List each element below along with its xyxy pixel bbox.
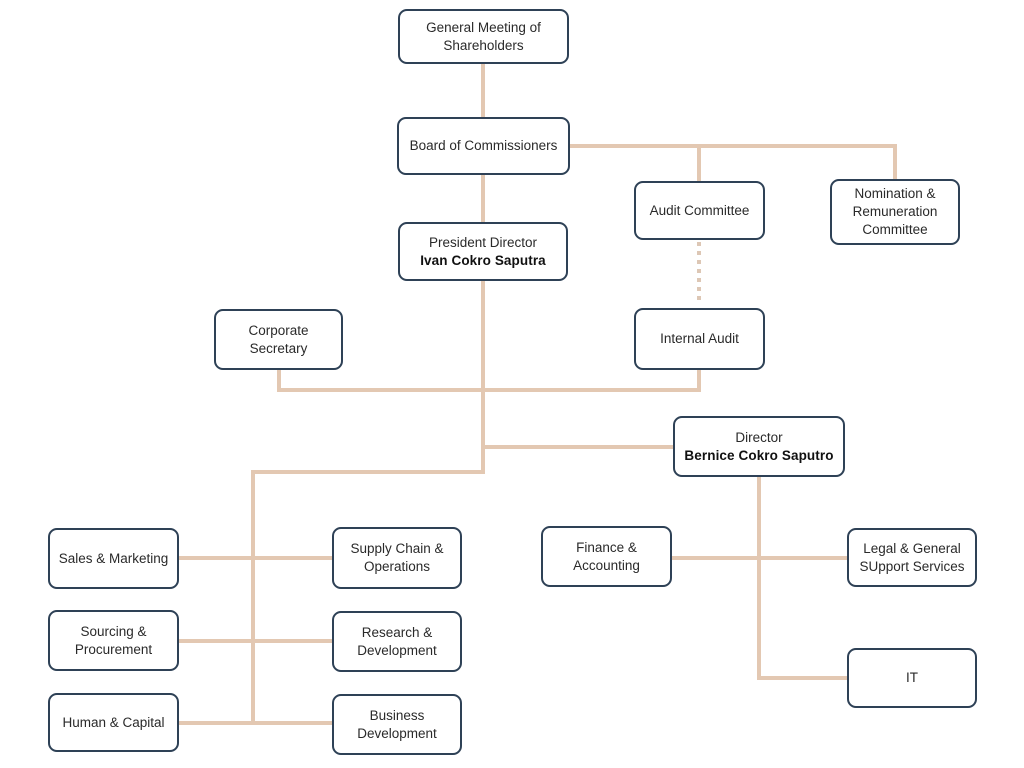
edge-corpsec-internal-horizontal [277, 388, 701, 392]
edge-gms-board [481, 62, 485, 118]
node-general-meeting-of-shareholders: General Meeting of Shareholders [398, 9, 569, 64]
edge-to-left-spine [251, 470, 485, 474]
node-it: IT [847, 648, 977, 708]
node-supply-chain-operations: Supply Chain & Operations [332, 527, 462, 589]
node-label: Board of Commissioners [409, 138, 558, 154]
edge-finance-legal [672, 556, 847, 560]
edge-board-committees-horizontal [570, 144, 897, 148]
node-label: Legal & General SUpport Services [859, 540, 965, 574]
node-legal-general-support-services: Legal & General SUpport Services [847, 528, 977, 587]
edge-to-director [481, 445, 673, 449]
node-board-of-commissioners: Board of Commissioners [397, 117, 570, 175]
node-sourcing-procurement: Sourcing & Procurement [48, 610, 179, 671]
node-internal-audit: Internal Audit [634, 308, 765, 370]
node-person-name: Bernice Cokro Saputro [684, 447, 834, 463]
node-label: Internal Audit [660, 331, 739, 347]
edge-audit-internal-dotted [697, 242, 701, 304]
node-label: IT [906, 670, 918, 686]
node-person-name: Ivan Cokro Saputra [420, 252, 546, 268]
node-nomination-remuneration-committee: Nomination & Remuneration Committee [830, 179, 960, 245]
node-audit-committee: Audit Committee [634, 181, 765, 240]
edge-president-down [481, 280, 485, 474]
node-label: Sales & Marketing [58, 550, 169, 566]
node-label: Supply Chain & Operations [350, 541, 444, 574]
edge-row-human-bizdev [179, 721, 332, 725]
edge-left-spine [251, 470, 255, 725]
edge-internal-drop [697, 369, 701, 390]
node-label: Human & Capital [62, 714, 165, 730]
edge-to-it [757, 676, 847, 680]
node-president-director: President Director Ivan Cokro Saputra [398, 222, 568, 281]
edge-row-sourcing-rnd [179, 639, 332, 643]
node-corporate-secretary: Corporate Secretary [214, 309, 343, 370]
node-label: Nomination & Remuneration Committee [852, 186, 938, 237]
node-label: Audit Committee [649, 202, 750, 218]
node-label: Research & Development [357, 624, 437, 658]
node-label: General Meeting of Shareholders [426, 19, 541, 53]
node-label: Corporate Secretary [248, 322, 309, 356]
node-label: Business Development [357, 707, 437, 741]
node-human-capital: Human & Capital [48, 693, 179, 752]
node-label: Sourcing & Procurement [74, 623, 153, 657]
node-business-development: Business Development [332, 694, 462, 755]
edge-row-sales-supply [179, 556, 332, 560]
node-title: Director [735, 429, 783, 445]
node-sales-marketing: Sales & Marketing [48, 528, 179, 589]
edge-director-down [757, 476, 761, 680]
node-title: President Director [428, 234, 538, 250]
edge-corpsec-drop [277, 369, 281, 390]
node-research-development: Research & Development [332, 611, 462, 672]
edge-board-president [481, 174, 485, 223]
node-director: Director Bernice Cokro Saputro [673, 416, 845, 477]
node-label: Finance & Accounting [573, 539, 640, 573]
edge-drop-nomination [893, 146, 897, 179]
node-finance-accounting: Finance & Accounting [541, 526, 672, 587]
edge-drop-audit-committee [697, 146, 701, 181]
